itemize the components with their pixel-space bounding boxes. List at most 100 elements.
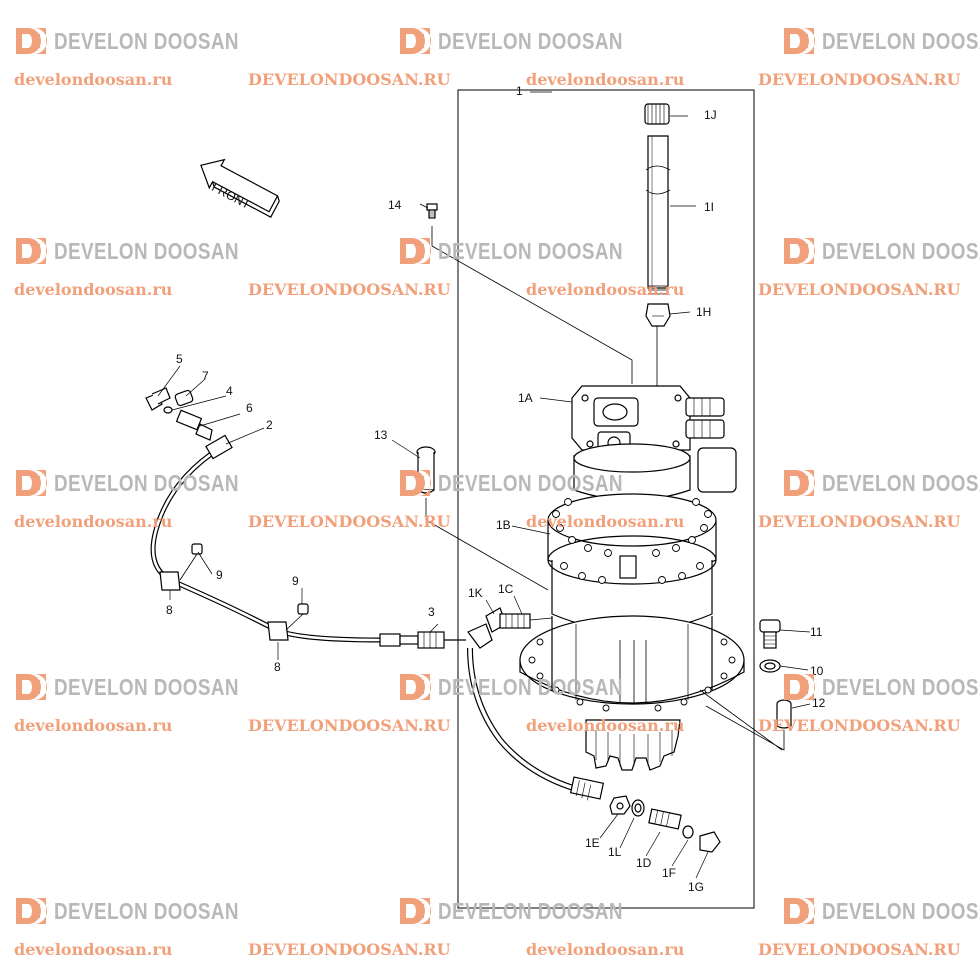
part-10-washer	[759, 659, 781, 673]
part-3-union	[379, 631, 466, 649]
watermark-brand: DEVELON DOOSAN	[822, 673, 980, 700]
watermark-logo: DEVELON DOOSAN	[782, 672, 980, 702]
callout-2: 2	[266, 418, 273, 432]
part-1l-washer	[631, 799, 645, 817]
watermark-url: develondoosan.ru	[14, 716, 173, 735]
watermark-logo: DEVELON DOOSAN	[398, 896, 664, 926]
develon-logo-icon	[400, 898, 431, 924]
watermark-brand: DEVELON DOOSAN	[438, 469, 623, 496]
watermark-url: develondoosan.ru	[14, 280, 173, 299]
develon-logo-icon	[400, 674, 431, 700]
mounting-flange	[519, 615, 745, 705]
part-6-adapter	[175, 409, 213, 441]
watermark-url: DEVELONDOOSAN.RU	[758, 716, 961, 735]
watermark-logo: DEVELON DOOSAN	[14, 236, 280, 266]
callout-1h: 1H	[696, 305, 712, 319]
flange-holes	[528, 638, 736, 712]
watermark-url: develondoosan.ru	[14, 512, 173, 531]
watermark-url: DEVELONDOOSAN.RU	[758, 70, 961, 89]
develon-logo-icon	[16, 674, 47, 700]
callout-14: 14	[388, 198, 402, 212]
callout-9: 9	[292, 574, 299, 588]
watermark-url: DEVELONDOOSAN.RU	[758, 512, 961, 531]
develon-logo-icon	[400, 470, 431, 496]
callout-8: 8	[166, 603, 173, 617]
watermark-brand: DEVELON DOOSAN	[822, 27, 980, 54]
develon-logo-icon	[16, 28, 47, 54]
watermark-logo: DEVELON DOOSAN	[398, 236, 664, 266]
watermark-brand: DEVELON DOOSAN	[822, 897, 980, 924]
watermark-logo: DEVELON DOOSAN	[782, 896, 980, 926]
callout-12: 12	[812, 696, 826, 710]
assembly-boundary-box	[457, 89, 755, 909]
part-1h-plug	[645, 303, 671, 327]
callout-7: 7	[202, 369, 209, 383]
part-1g-plug	[699, 831, 721, 853]
watermark-logo: DEVELON DOOSAN	[782, 468, 980, 498]
develon-logo-icon	[784, 898, 815, 924]
watermark-brand: DEVELON DOOSAN	[54, 469, 239, 496]
watermark-url: develondoosan.ru	[526, 70, 685, 89]
callout-1j: 1J	[704, 108, 717, 122]
watermark-logo: DEVELON DOOSAN	[398, 468, 664, 498]
part-8-clamp	[159, 571, 181, 591]
watermark-brand: DEVELON DOOSAN	[438, 237, 623, 264]
callout-9: 9	[216, 568, 223, 582]
develon-logo-icon	[400, 28, 431, 54]
part-1d-adapter	[648, 808, 682, 830]
watermark-url: DEVELONDOOSAN.RU	[758, 940, 961, 959]
watermark-brand: DEVELON DOOSAN	[438, 897, 623, 924]
develon-logo-icon	[784, 470, 815, 496]
watermark-url: DEVELONDOOSAN.RU	[248, 280, 451, 299]
watermark-url: develondoosan.ru	[526, 940, 685, 959]
develon-logo-icon	[784, 28, 815, 54]
part-9-bolt	[285, 603, 309, 631]
watermark-url: DEVELONDOOSAN.RU	[248, 716, 451, 735]
callout-4: 4	[226, 384, 233, 398]
callout-3: 3	[428, 605, 435, 619]
watermark-brand: DEVELON DOOSAN	[54, 27, 239, 54]
part-1e-nut	[609, 795, 631, 815]
callout-13: 13	[374, 428, 388, 442]
watermark-logo: DEVELON DOOSAN	[782, 26, 980, 56]
front-arrow	[200, 158, 280, 218]
part-1j-cap	[644, 103, 670, 125]
leader-lines	[157, 91, 811, 879]
part-1a-motor-block	[571, 385, 737, 493]
hose-end-fitting	[569, 776, 605, 801]
develon-logo-icon	[16, 898, 47, 924]
callout-1c: 1C	[498, 582, 514, 596]
callout-1d: 1D	[636, 856, 652, 870]
callout-6: 6	[246, 401, 253, 415]
callout-1a: 1A	[518, 391, 533, 405]
watermark-brand: DEVELON DOOSAN	[822, 469, 980, 496]
part-9-bolt	[179, 543, 203, 581]
watermark-url: DEVELONDOOSAN.RU	[248, 940, 451, 959]
watermark-brand: DEVELON DOOSAN	[54, 237, 239, 264]
callout-5: 5	[176, 352, 183, 366]
part-1i-pipe	[645, 135, 671, 295]
callout-8: 8	[274, 660, 281, 674]
part-1f-oring	[682, 825, 694, 839]
callout-1k: 1K	[468, 586, 483, 600]
develon-logo-icon	[784, 674, 815, 700]
watermark-brand: DEVELON DOOSAN	[822, 237, 980, 264]
watermark-logo: DEVELON DOOSAN	[398, 26, 664, 56]
pinion-gear	[585, 719, 681, 771]
part-2-hose-end	[205, 434, 233, 460]
part-11-bolt	[759, 619, 781, 649]
watermark-brand: DEVELON DOOSAN	[54, 673, 239, 700]
part-8-clamp	[267, 621, 289, 641]
watermark-brand: DEVELON DOOSAN	[54, 897, 239, 924]
develon-logo-icon	[16, 470, 47, 496]
watermark-brand: DEVELON DOOSAN	[438, 673, 623, 700]
callout-1i: 1I	[704, 200, 715, 214]
callout-1l: 1L	[608, 845, 622, 859]
watermark-url: develondoosan.ru	[526, 280, 685, 299]
watermark-logo: DEVELON DOOSAN	[782, 236, 980, 266]
part-1b-gear-housing	[547, 493, 717, 632]
watermark-url: develondoosan.ru	[14, 940, 173, 959]
watermark-brand: DEVELON DOOSAN	[438, 27, 623, 54]
rim-bolts	[552, 498, 712, 584]
develon-logo-icon	[16, 238, 47, 264]
